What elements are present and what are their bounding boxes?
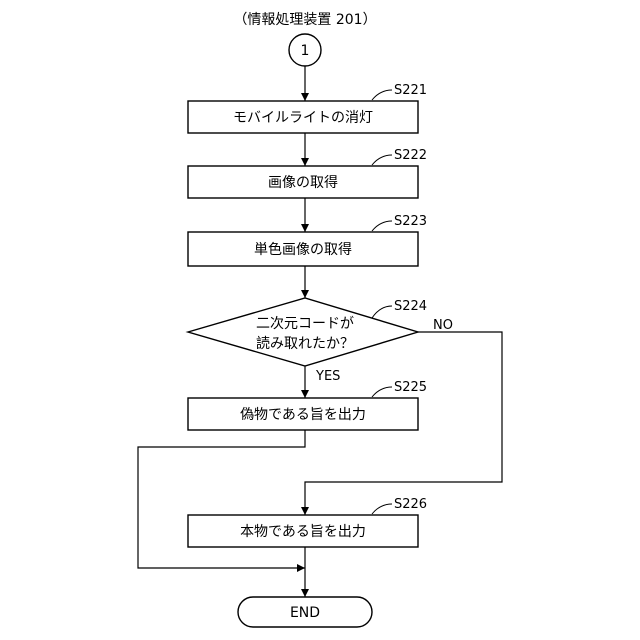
step-s222-leader xyxy=(372,155,392,165)
end-terminator: END xyxy=(238,597,372,627)
decision-s224: 二次元コードが 読み取れたか？ S224 xyxy=(188,298,427,366)
step-s223: 単色画像の取得 S223 xyxy=(188,214,427,266)
step-s222-label: 画像の取得 xyxy=(268,174,338,191)
step-s222: 画像の取得 S222 xyxy=(188,148,427,198)
step-s226: 本物である旨を出力 S226 xyxy=(188,497,427,547)
step-s223-id: S223 xyxy=(394,214,427,229)
step-s225-id: S225 xyxy=(394,380,427,395)
step-s225-leader xyxy=(372,387,392,397)
decision-s224-line1: 二次元コードが xyxy=(256,316,354,332)
decision-s224-leader xyxy=(372,306,392,318)
step-s226-leader xyxy=(372,504,392,514)
decision-s224-line2: 読み取れたか？ xyxy=(256,335,354,352)
step-s221-id: S221 xyxy=(394,83,427,98)
step-s221-label: モバイルライトの消灯 xyxy=(233,110,373,126)
step-s225-label: 偽物である旨を出力 xyxy=(240,407,366,423)
step-s223-label: 単色画像の取得 xyxy=(254,241,352,258)
step-s226-label: 本物である旨を出力 xyxy=(240,524,366,540)
end-label: END xyxy=(290,605,320,621)
step-s222-id: S222 xyxy=(394,148,427,163)
step-s225: 偽物である旨を出力 S225 xyxy=(188,380,427,430)
diagram-title: （情報処理装置 201） xyxy=(233,12,376,28)
start-connector: 1 xyxy=(289,34,321,66)
step-s221: モバイルライトの消灯 S221 xyxy=(188,83,427,133)
decision-s224-id: S224 xyxy=(394,299,427,314)
branch-yes-label: YES xyxy=(315,369,340,384)
connector-label: 1 xyxy=(301,43,310,59)
step-s223-leader xyxy=(372,221,392,231)
step-s221-leader xyxy=(372,90,392,100)
branch-no-label: NO xyxy=(433,318,453,333)
step-s226-id: S226 xyxy=(394,497,427,512)
